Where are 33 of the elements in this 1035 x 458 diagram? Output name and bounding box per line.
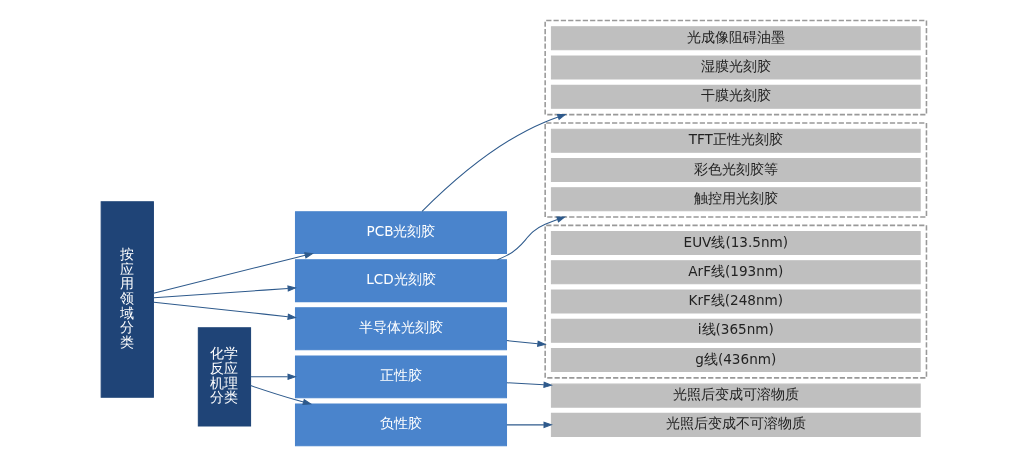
arrow bbox=[505, 340, 547, 347]
arrow bbox=[152, 285, 297, 299]
node-box: 半导体光刻胶 bbox=[294, 307, 507, 351]
node-box: 按应用领域分类 bbox=[100, 201, 154, 398]
node-box: EUV线(13.5nm) bbox=[550, 231, 921, 256]
arrow bbox=[152, 301, 297, 320]
arrow bbox=[496, 216, 566, 261]
arrow bbox=[505, 381, 553, 389]
node-box: 触控用光刻胶 bbox=[550, 187, 921, 212]
node-box: 彩色光刻胶等 bbox=[550, 157, 921, 182]
node-box: 负性胶 bbox=[294, 403, 507, 447]
node-box: 光照后变成可溶物质 bbox=[550, 383, 921, 408]
node-box: LCD光刻胶 bbox=[294, 259, 507, 303]
arrow bbox=[505, 421, 553, 429]
arrow bbox=[249, 385, 312, 406]
node-box: g线(436nm) bbox=[550, 348, 921, 373]
node-box: PCB光刻胶 bbox=[294, 211, 507, 255]
cluster bbox=[543, 19, 927, 116]
node-box: ArF线(193nm) bbox=[550, 260, 921, 285]
cluster bbox=[543, 224, 927, 379]
node-box: 干膜光刻胶 bbox=[550, 84, 921, 109]
node-box: 光照后变成不可溶物质 bbox=[550, 412, 921, 437]
node-box: i线(365nm) bbox=[550, 318, 921, 343]
arrow bbox=[152, 252, 314, 294]
node-box: 正性胶 bbox=[294, 355, 507, 399]
node-box: KrF线(248nm) bbox=[550, 289, 921, 314]
node-box: TFT正性光刻胶 bbox=[550, 128, 921, 153]
node-box: 化学反应机理分类 bbox=[197, 327, 251, 427]
arrow bbox=[249, 373, 297, 381]
node-box: 光成像阻碍油墨 bbox=[550, 26, 921, 51]
arrow bbox=[421, 113, 567, 212]
cluster bbox=[543, 122, 927, 218]
node-box: 湿膜光刻胶 bbox=[550, 55, 921, 80]
